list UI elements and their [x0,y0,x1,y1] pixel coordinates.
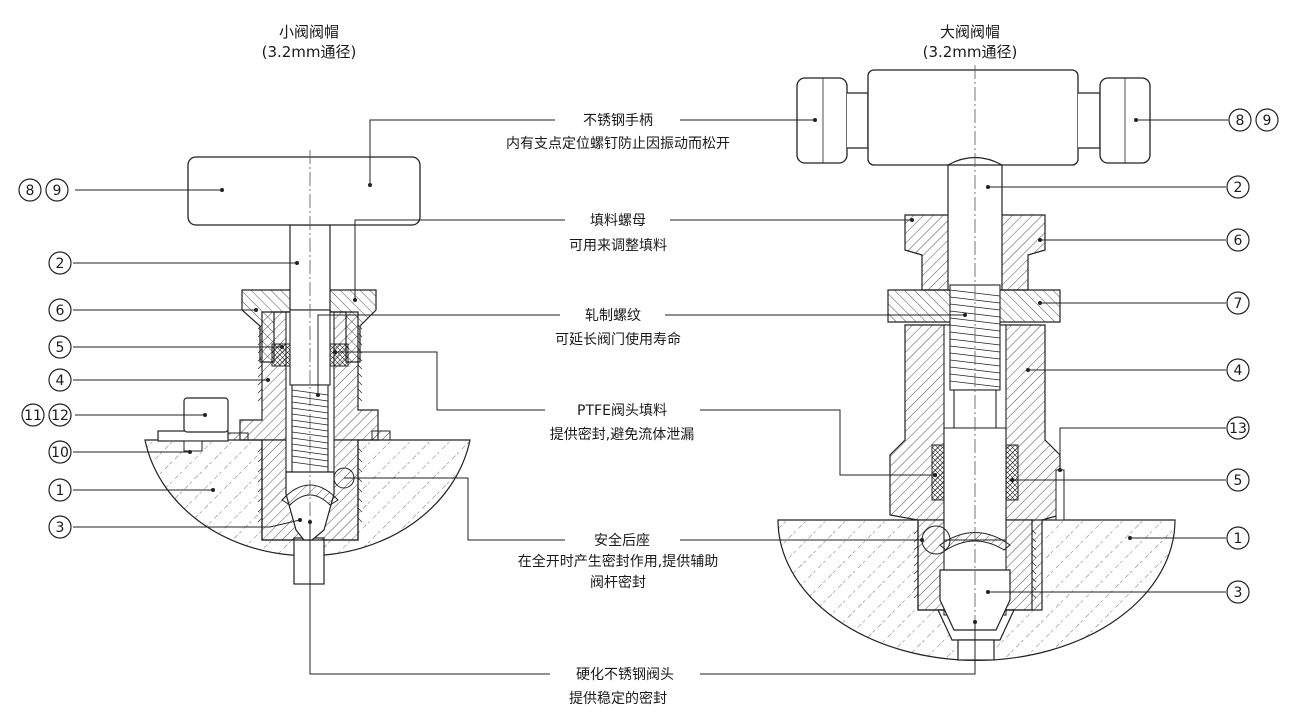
left-valve-subtitle: (3.2mm通径) [262,43,357,61]
left-callout-11: 11 [24,408,42,424]
packing-nut-label: 填料螺母 [590,213,646,229]
right-valve-subtitle: (3.2mm通径) [923,43,1018,61]
back-seat-label: 安全后座 [594,532,650,549]
right-callout-8: 8 [1236,113,1245,129]
left-callout-4: 4 [56,373,65,389]
left-callout-3: 3 [56,520,65,536]
handle-desc: 内有支点定位螺钉防止因振动而松开 [506,136,730,152]
center-labels: 不锈钢手柄 内有支点定位螺钉防止因振动而松开 填料螺母 可用来调整填料 轧制螺纹… [506,113,730,707]
right-callouts: 8 9 2 6 7 4 13 5 1 [986,108,1279,604]
right-callout-9: 9 [1263,113,1272,129]
left-callout-8: 8 [26,183,35,199]
left-callout-9: 9 [53,183,62,199]
left-callout-2: 2 [56,256,65,272]
handle-label: 不锈钢手柄 [583,113,653,129]
left-callout-10: 10 [51,445,69,461]
left-callout-12: 12 [51,408,69,424]
left-callout-6: 6 [56,303,65,319]
left-valve-title: 小阀阀帽 [279,23,339,41]
right-valve-title: 大阀阀帽 [940,23,1000,41]
right-valve-drawing [777,65,1176,665]
right-callout-4: 4 [1234,363,1243,379]
leader-lines [308,118,977,675]
left-valve-drawing [144,150,471,590]
right-callout-1: 1 [1234,531,1243,547]
ptfe-packing-label: PTFE阀头填料 [577,403,667,419]
left-callout-5: 5 [56,340,65,356]
rolled-thread-desc: 可延长阀门使用寿命 [555,331,681,348]
right-callout-6: 6 [1234,233,1243,249]
back-seat-desc-1: 在全开时产生密封作用,提供辅助 [518,553,718,570]
right-callout-13: 13 [1229,421,1247,437]
right-callout-3: 3 [1234,585,1243,601]
rolled-thread-label: 轧制螺纹 [585,308,641,324]
tip-desc: 提供稳定的密封 [569,690,667,707]
back-seat-desc-2: 阀杆密封 [590,574,646,591]
packing-nut-desc: 可用来调整填料 [569,238,667,254]
ptfe-packing-desc: 提供密封,避免流体泄漏 [550,426,694,443]
right-callout-5: 5 [1234,473,1243,489]
right-callout-7: 7 [1234,296,1243,312]
tip-label: 硬化不锈钢阀头 [576,667,674,683]
left-callout-1: 1 [56,483,65,499]
left-callouts: 8 9 2 6 5 4 11 12 10 [18,178,302,539]
right-handle [796,69,1151,166]
right-callout-2: 2 [1234,180,1243,196]
